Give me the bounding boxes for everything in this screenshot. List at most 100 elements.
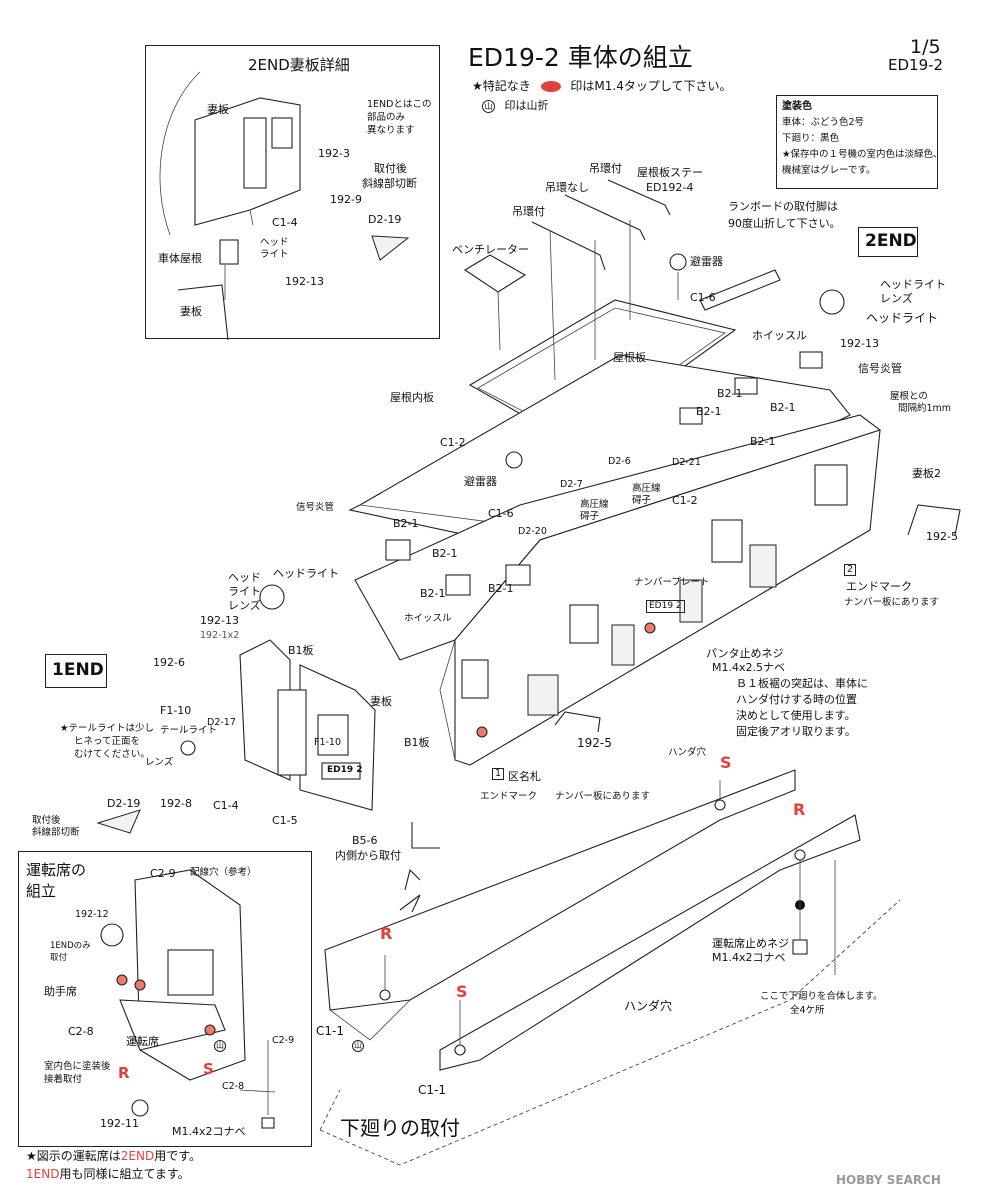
cab-note-2: 1END用も同様に組立てます。 (26, 1168, 190, 1180)
cab-label-r: R (118, 1064, 130, 1082)
label-shingo-l: 信号炎管 (296, 502, 335, 513)
rail-1 (531, 221, 606, 271)
label-mountain-fold: 山 (352, 1040, 364, 1052)
label-b1-note-4: 固定後アオリ取ります。 (736, 725, 856, 738)
cab-assembly-box (18, 851, 312, 1147)
label-shingo-r: 信号炎管 (858, 362, 902, 375)
side-window-1 (461, 659, 489, 699)
label-b2-1-h: B2-1 (488, 582, 514, 595)
label-c1-1-b: C1-1 (418, 1083, 446, 1097)
cab-screw (792, 939, 808, 955)
label-tail-1: ★テールライトは少し (60, 723, 155, 734)
detail-roof (177, 284, 229, 341)
detail-label-head: ヘッド (260, 237, 289, 248)
underframe-title: 下廻りの取付 (340, 1116, 460, 1140)
label-d2-17: D2-17 (207, 717, 236, 728)
label-tsurikan-2: 吊環付 (589, 162, 622, 175)
label-hl-l: ヘッドライト (273, 567, 339, 580)
cab-note-2-red: 1END (26, 1167, 60, 1181)
number-box (321, 762, 361, 780)
b2-1-part-a (385, 539, 411, 561)
label-koatsu-2b: 碍子 (632, 495, 652, 506)
label-hiraiki-1: 避雷器 (690, 255, 723, 268)
label-lamp-1: ランボードの取付脚は (728, 200, 838, 213)
detail-label-c1-4: C1-4 (272, 216, 298, 229)
label-tsumaita-main: 妻板 (370, 695, 392, 708)
headlight-right (819, 289, 845, 315)
cab-label-c2-9: C2-9 (150, 867, 176, 880)
fold-note-text: 印は山折 (504, 99, 549, 112)
detail-label-roof: 車体屋根 (158, 252, 202, 265)
headlight-left (259, 584, 285, 610)
label-c1-2-a: C1-2 (440, 436, 466, 449)
label-ventilator: ベンチレーター (452, 243, 529, 256)
detail-label-note2: 部品のみ (367, 112, 406, 123)
paint-line-3: ★保存中の１号機の室内色は淡緑色、 (782, 149, 943, 160)
label-yaneita-stay: 屋根板ステー (637, 166, 703, 179)
detail-label-192-13: 192-13 (285, 275, 324, 288)
label-handa-1: ハンダ穴 (668, 747, 707, 758)
detail-label-d2-19: D2-19 (368, 213, 402, 226)
cab-label-c2-9-b: C2-9 (272, 1035, 295, 1046)
paint-title: 塗装色 (782, 101, 812, 112)
label-panta-2: M1.4x2.5ナベ (712, 661, 785, 674)
runboard (699, 269, 781, 311)
cab-label-1end-only-2: 取付 (50, 953, 68, 963)
label-lamp-2: 90度山折して下さい。 (728, 217, 841, 230)
end2-detail-title: 2END妻板詳細 (248, 56, 350, 74)
label-whistle-1: ホイッスル (752, 329, 807, 342)
label-hl-lens-2: レンズ (880, 292, 913, 305)
tap-note: ★特記なき 印はM1.4タップして下さい。 (472, 80, 732, 92)
b2-1-part-b (445, 574, 471, 596)
cab-label-192-11: 192-11 (100, 1117, 139, 1130)
cab-tap-3 (204, 1024, 216, 1036)
label-d2-19-m: D2-19 (107, 797, 141, 810)
cab-floor (119, 999, 226, 1051)
label-koatsu-2a: 高圧線 (632, 483, 661, 494)
label-shasen-2: 斜線部切断 (32, 827, 80, 838)
cab-opening (167, 949, 214, 996)
cab-label-untenseki: 運転席 (126, 1035, 159, 1048)
label-b2-1-g: B2-1 (420, 587, 446, 600)
cab-note-1: ★図示の運転席は2END用です。 (26, 1150, 201, 1162)
hole-r-right (794, 849, 806, 861)
label-cab-screw-2: M1.4x2コナベ (712, 951, 786, 964)
lightning-arrester-right (669, 253, 687, 271)
label-d2-21: D2-21 (672, 457, 701, 468)
rail-2 (564, 194, 646, 241)
label-d2-20: D2-20 (518, 526, 547, 537)
label-yaneita: 屋根板 (613, 351, 646, 364)
label-ed192-4: ED192-4 (646, 181, 694, 194)
cab-label-shitsunai-2: 接着取付 (44, 1074, 83, 1085)
page-title: ED19-2 車体の組立 (468, 43, 693, 72)
cut-piece-main (96, 809, 141, 834)
tap-mark-2 (476, 726, 488, 738)
cab-label-192-12: 192-12 (75, 909, 109, 920)
cab-note-2-post: 用も同様に組立てます。 (59, 1167, 190, 1181)
label-b2-1-d: B2-1 (750, 435, 776, 448)
cab-handle (131, 1099, 149, 1117)
b2-1-part-d (679, 407, 703, 425)
label-b2-1-b: B2-1 (696, 405, 722, 418)
cab-note-1-red: 2END (120, 1149, 155, 1163)
label-b1-note-2: ハンダ付けする時の位置 (736, 693, 857, 706)
label-kankaku-1: 屋根との (890, 391, 928, 402)
end-window (317, 714, 349, 756)
end-door (277, 689, 307, 776)
paint-color-box: 塗装色 車体：ぶどう色2号 下廻り：黒色 ★保存中の１号機の室内色は淡緑色、 機… (776, 95, 943, 189)
detail-label-192-3: 192-3 (318, 147, 350, 160)
rail-3 (607, 179, 671, 216)
label-uchigawa: 内側から取付 (335, 849, 401, 862)
label-tsurikan-nashi: 吊環なし (545, 181, 589, 194)
b2-1-part-f (799, 351, 823, 369)
label-f1-10-a: F1-10 (160, 704, 192, 717)
detail-window (271, 117, 293, 149)
detail-label-tsumaita: 妻板 (207, 103, 229, 116)
end2-detail-box (145, 45, 440, 339)
label-hl-lens: ヘッドライト (880, 278, 946, 291)
detail-headlight (219, 239, 239, 265)
side-window-2 (569, 604, 599, 644)
cut-piece-detail (371, 235, 410, 261)
detail-label-light: ライト (260, 249, 289, 260)
label-r-1: R (793, 800, 806, 819)
